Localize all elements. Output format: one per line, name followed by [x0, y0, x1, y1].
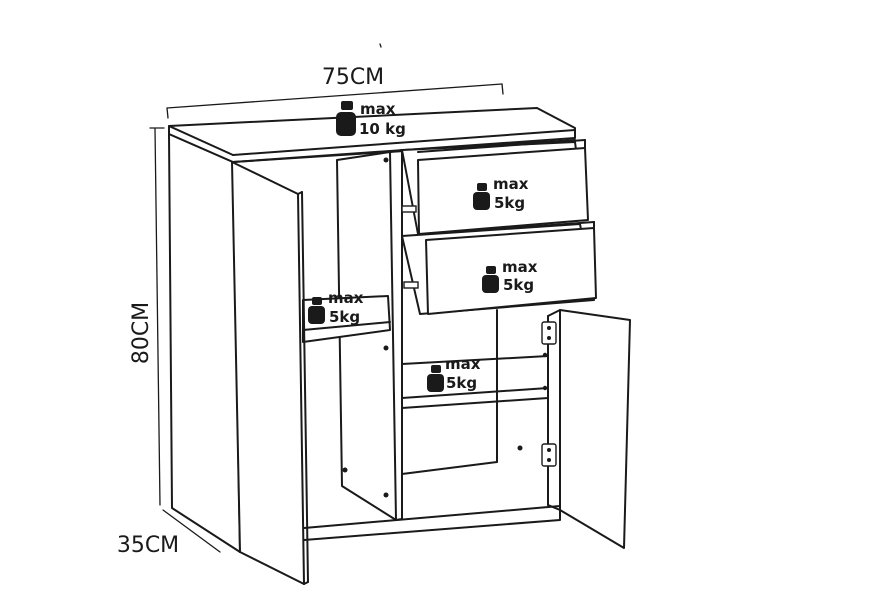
- upper-hinge-icon: [541, 321, 557, 345]
- left-shelf-load-label: max 5kg: [308, 289, 364, 326]
- weight-icon: [427, 365, 444, 392]
- right-shelf-load-line1: max: [445, 355, 481, 373]
- left-door: [231, 161, 309, 585]
- bottom-drawer: [401, 221, 597, 315]
- drawer-bottom-load-line2: 5kg: [503, 276, 534, 294]
- drawer-top-load-line1: max: [493, 175, 529, 193]
- height-dimension-line: [149, 127, 165, 506]
- height-label: 80CM: [129, 302, 154, 364]
- left-shelf: [302, 295, 391, 343]
- lower-hinge-icon: [541, 443, 557, 467]
- top-load-label: max 10 kg: [336, 100, 406, 138]
- right-door-panel: [559, 309, 631, 549]
- bottom-drawer-front: [425, 227, 597, 315]
- right-shelf-load-line2: 5kg: [446, 374, 477, 392]
- drawer-top-load-label: max 5kg: [473, 175, 529, 212]
- right-door: [541, 309, 631, 549]
- top-drawer-front: [417, 147, 589, 235]
- top-drawer-runner: [401, 205, 417, 213]
- top-load-line1: max: [360, 100, 396, 118]
- top-panel: [168, 107, 576, 163]
- depth-label: 35CM: [117, 533, 179, 558]
- weight-icon: [308, 297, 325, 324]
- width-label: 75CM: [322, 65, 384, 90]
- left-shelf-load-line1: max: [328, 289, 364, 307]
- drawer-bottom-load-line1: max: [502, 258, 538, 276]
- weight-icon: [336, 101, 356, 136]
- left-side-panel: [168, 133, 241, 553]
- top-drawer: [401, 139, 589, 235]
- weight-icon: [482, 266, 499, 293]
- bottom-drawer-runner: [403, 281, 419, 289]
- left-door-panel: [231, 161, 305, 585]
- right-shelf-load-label: max 5kg: [427, 355, 481, 392]
- width-dimension-line: [166, 43, 504, 119]
- drawer-bottom-load-label: max 5kg: [482, 258, 538, 294]
- top-load-line2: 10 kg: [359, 120, 406, 138]
- left-shelf-load-line2: 5kg: [329, 308, 360, 326]
- weight-icon: [473, 183, 490, 210]
- depth-dimension-line: [162, 509, 221, 553]
- drawer-top-load-line2: 5kg: [494, 194, 525, 212]
